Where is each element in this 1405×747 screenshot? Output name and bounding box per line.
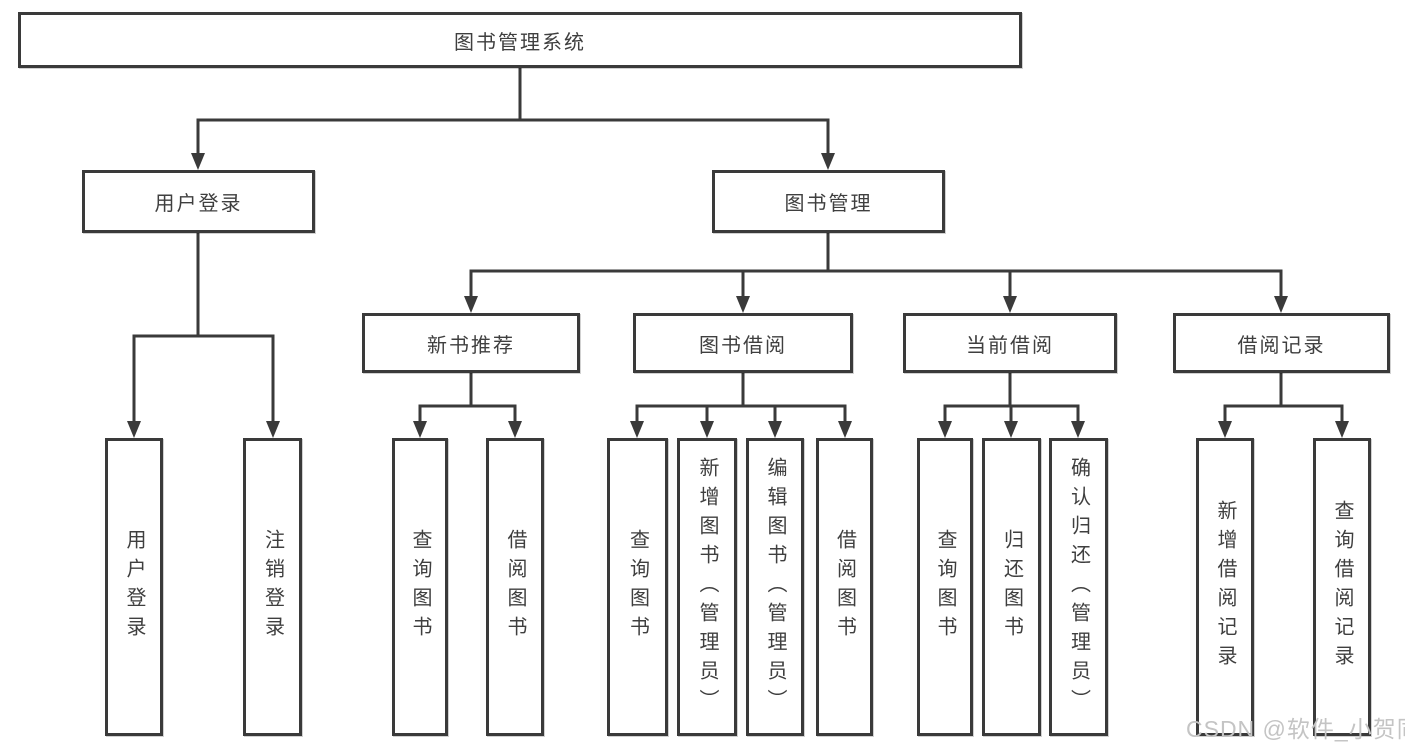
leaf-return-books: 归还图书 <box>982 438 1041 736</box>
leaf-query-borrow-record: 查询借阅记录 <box>1313 438 1371 736</box>
leaf-logout-label: 注销登录 <box>261 529 284 645</box>
csdn-watermark: CSDN @软件_小贺同学 <box>1186 716 1405 742</box>
leaf-logout: 注销登录 <box>243 438 302 736</box>
leaf-query-borrow-record-label: 查询借阅记录 <box>1331 500 1353 674</box>
leaf-recommend-query-books: 查询图书 <box>392 438 448 736</box>
leaf-borrow-books: 借阅图书 <box>816 438 873 736</box>
leaf-add-borrow-record-label: 新增借阅记录 <box>1214 500 1236 674</box>
leaf-confirm-return-admin: 确认归还（管理员） <box>1049 438 1108 736</box>
leaf-borrow-query-books-label: 查询图书 <box>626 529 649 645</box>
leaf-add-books-admin-label: 新增图书（管理员） <box>696 456 718 718</box>
leaf-user-login-label: 用户登录 <box>123 529 145 645</box>
leaf-borrow-query-books: 查询图书 <box>607 438 668 736</box>
leaf-edit-books-admin-label: 编辑图书（管理员） <box>764 456 786 718</box>
leaf-edit-books-admin: 编辑图书（管理员） <box>746 438 804 736</box>
leaf-recommend-query-books-label: 查询图书 <box>409 529 431 645</box>
leaf-user-login: 用户登录 <box>105 438 163 736</box>
leaf-borrow-books-label: 借阅图书 <box>833 529 856 645</box>
node-book-management: 图书管理 <box>712 170 945 233</box>
leaf-recommend-borrow-books-label: 借阅图书 <box>504 529 526 645</box>
leaf-current-query-books-label: 查询图书 <box>934 529 956 645</box>
node-borrow-record: 借阅记录 <box>1173 313 1390 373</box>
leaf-return-books-label: 归还图书 <box>1000 529 1023 645</box>
leaf-recommend-borrow-books: 借阅图书 <box>486 438 544 736</box>
node-user-login: 用户登录 <box>82 170 315 233</box>
node-library-system-root: 图书管理系统 <box>18 12 1022 68</box>
leaf-add-borrow-record: 新增借阅记录 <box>1196 438 1254 736</box>
node-book-borrow: 图书借阅 <box>633 313 853 373</box>
node-current-borrow: 当前借阅 <box>903 313 1117 373</box>
leaf-current-query-books: 查询图书 <box>917 438 973 736</box>
leaf-confirm-return-admin-label: 确认归还（管理员） <box>1067 456 1090 718</box>
leaf-add-books-admin: 新增图书（管理员） <box>677 438 737 736</box>
node-new-book-recommend: 新书推荐 <box>362 313 580 373</box>
